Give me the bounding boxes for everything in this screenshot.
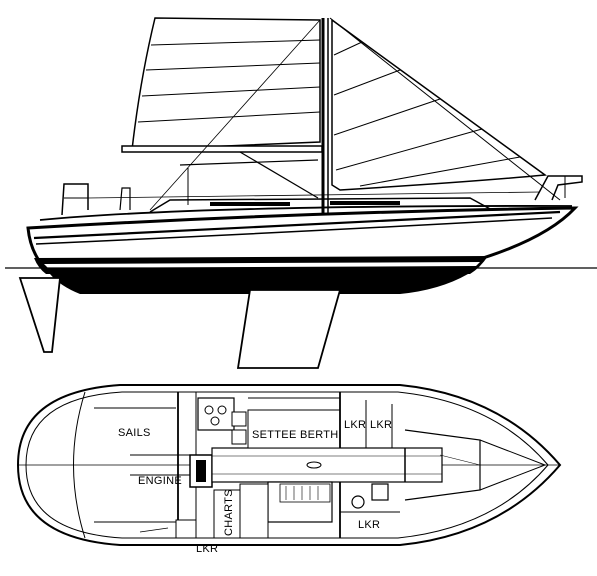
headsail <box>331 18 548 191</box>
mainsail <box>131 17 321 151</box>
label-charts: CHARTS <box>223 489 235 536</box>
label-engine: ENGINE <box>138 475 182 487</box>
label-sails: SAILS <box>118 427 151 439</box>
label-lkr-aft: LKR <box>196 543 218 555</box>
forestay <box>329 17 561 201</box>
boom <box>121 145 323 205</box>
stern-pulpit <box>61 183 131 216</box>
deck-cabin <box>39 197 573 221</box>
label-lkr-fwd-stbd: LKR <box>370 419 392 431</box>
mast <box>321 18 329 215</box>
lifeline <box>87 191 541 199</box>
bow-pulpit <box>534 175 583 201</box>
label-settee-berth: SETTEE BERTH <box>252 429 339 441</box>
accommodation-plan <box>16 384 562 546</box>
label-lkr-fwd-port: LKR <box>344 419 366 431</box>
hull <box>26 206 579 294</box>
sail-plan <box>5 17 597 369</box>
label-lkr-fwd-lower: LKR <box>358 519 380 531</box>
rudder <box>18 277 62 353</box>
keel <box>236 289 342 369</box>
backstay <box>149 19 321 211</box>
